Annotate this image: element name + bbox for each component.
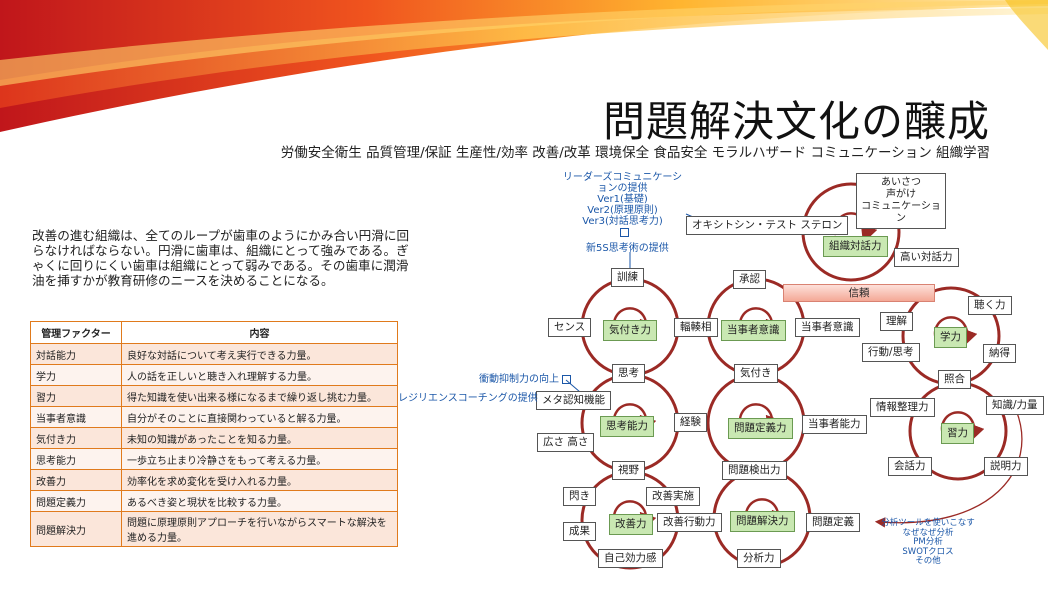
table-cell: 効率化を求め変化を受け入れる力量。 [121, 469, 398, 491]
table-row: 学力人の話を正しいと聴き入れ理解する力量。 [30, 364, 398, 386]
label-explain: 説明力 [984, 457, 1028, 476]
intro-text: 改善の進む組織は、全てのループが歯車のようにかみ合い円滑に回らなければならない。… [32, 228, 410, 288]
table-row: 問題解決力問題に原理原則アプローチを行いながらスマートな解決を進める力量。 [30, 511, 398, 547]
note-leader: リーダーズコミュニケーションの提供 Ver1(基礎) Ver2(原理原則) Ve… [560, 172, 685, 238]
table-cell: 得た知識を使い出来る様になるまで繰り返し挑む力量。 [121, 385, 398, 407]
table-row: 対話能力良好な対話について考え実行できる力量。 [30, 343, 398, 365]
label-experience: 経験 [674, 413, 707, 432]
note-tools-line: 分析ツールを使いこなす [881, 518, 975, 528]
label-collate: 照合 [938, 370, 971, 389]
label-understand: 理解 [880, 312, 913, 331]
table-row: 習力得た知識を使い出来る様になるまで繰り返し挑む力量。 [30, 385, 398, 407]
table-cell: 対話能力 [30, 343, 122, 365]
table-cell: 習力 [30, 385, 122, 407]
label-think: 思考 [612, 364, 645, 383]
note-tools-line: PM分析 [913, 537, 943, 547]
label-result: 成果 [563, 522, 596, 541]
label-improve-action: 改善行動力 [657, 513, 722, 532]
header-swoosh-decoration [0, 0, 1048, 132]
table-cell: 自分がそのことに直接関わっていると解る力量。 [121, 406, 398, 428]
label-sense: センス [548, 318, 592, 337]
label-ownership-ability: 当事者能力 [802, 415, 867, 434]
table-cell: 学力 [30, 364, 122, 386]
label-improve-impl: 改善実施 [646, 487, 700, 506]
greeting-box: あいさつ 声がけ コミュニケーション [856, 173, 946, 229]
label-ownership2: 当事者意識 [795, 318, 860, 337]
note-leader-line-text: リーダーズコミュニケーションの提供 [562, 172, 683, 194]
note-new5s: 新5S思考術の提供 [586, 243, 669, 254]
factor-table: 管理ファクター 内容 対話能力良好な対話について考え実行できる力量。 学力人の話… [30, 321, 398, 547]
table-row: 当事者意識自分がそのことに直接関わっていると解る力量。 [30, 406, 398, 428]
table-cell: あるべき姿と現状を比較する力量。 [121, 490, 398, 512]
label-breadth: 広さ 高さ [537, 433, 595, 452]
label-convince: 納得 [983, 344, 1016, 363]
greeting-line: 声がけ [886, 189, 916, 200]
table-cell: 気付き力 [30, 427, 122, 449]
table-cell: 問題定義力 [30, 490, 122, 512]
page-title: 問題解決文化の醸成 [602, 97, 990, 146]
note-leader-line-text: Ver1(基礎) [597, 194, 648, 205]
table-row: 気付き力未知の知識があったことを知る力量。 [30, 427, 398, 449]
center-awareness: 気付き力 [603, 320, 657, 341]
label-high-dialogue: 高い対話力 [894, 248, 959, 267]
note-tools: 分析ツールを使いこなす なぜなぜ分析 PM分析 SWOTクロス その他 [878, 518, 978, 567]
table-cell: 問題解決力 [30, 511, 122, 547]
label-training: 訓練 [611, 268, 644, 287]
label-oqt: オキシトシン・テスト ステロン [686, 216, 849, 235]
center-problem-solve: 問題解決力 [730, 511, 795, 532]
note-tools-line: SWOTクロス [902, 546, 954, 557]
table-header: 内容 [121, 321, 398, 344]
table-cell: 思考能力 [30, 448, 122, 470]
label-repeat: 輻輳相 [674, 318, 718, 337]
label-knowledge: 知識/力量 [986, 396, 1044, 415]
label-flash: 閃き [563, 487, 596, 506]
table-row: 問題定義力あるべき姿と現状を比較する力量。 [30, 490, 398, 512]
table-cell: 問題に原理原則アプローチを行いながらスマートな解決を進める力量。 [121, 511, 398, 547]
center-learning: 学力 [934, 327, 967, 348]
label-listen: 聴く力 [968, 296, 1012, 315]
label-conversation: 会話力 [888, 457, 932, 476]
label-self-efficacy: 自己効力感 [598, 549, 663, 568]
center-thinking: 思考能力 [600, 416, 654, 437]
label-approval: 承認 [733, 270, 766, 289]
label-meta: メタ認知機能 [536, 391, 611, 410]
note-leader-line-text: Ver2(原理原則) [587, 205, 658, 216]
table-cell: 改善力 [30, 469, 122, 491]
greeting-line: あいさつ [881, 177, 921, 188]
label-action-thought: 行動/思考 [862, 343, 920, 362]
center-improve: 改善力 [609, 514, 653, 535]
greeting-line: コミュニケーション [861, 201, 941, 224]
center-ownership: 当事者意識 [721, 320, 786, 341]
table-row: 改善力効率化を求め変化を受け入れる力量。 [30, 469, 398, 491]
table-cell: 良好な対話について考え実行できる力量。 [121, 343, 398, 365]
label-view: 視野 [612, 461, 645, 480]
center-problem-def: 問題定義力 [728, 418, 793, 439]
label-analysis: 分析力 [737, 549, 781, 568]
table-header-row: 管理ファクター 内容 [30, 321, 398, 344]
label-problem-detect: 問題検出力 [722, 461, 787, 480]
table-row: 思考能力一歩立ち止まり冷静さをもって考える力量。 [30, 448, 398, 470]
arrow-box-icon [619, 227, 629, 237]
note-resilience: レジリエンスコーチングの提供 [398, 393, 538, 404]
table-cell: 当事者意識 [30, 406, 122, 428]
note-tools-line: その他 [915, 556, 941, 566]
arrow-box-icon [562, 374, 571, 384]
table-cell: 一歩立ち止まり冷静さをもって考える力量。 [121, 448, 398, 470]
label-info-org: 情報整理力 [870, 398, 935, 417]
table-cell: 未知の知識があったことを知る力量。 [121, 427, 398, 449]
label-notice: 気付き [734, 364, 778, 383]
label-trust: 信頼 [783, 284, 935, 302]
center-dialogue: 組織対話力 [823, 236, 888, 257]
page-subtitle: 労働安全衛生 品質管理/保証 生産性/効率 改善/改革 環境保全 食品安全 モラ… [280, 145, 990, 161]
table-cell: 人の話を正しいと聴き入れ理解する力量。 [121, 364, 398, 386]
note-impulse: 衝動抑制力の向上 [479, 374, 571, 385]
note-tools-line: なぜなぜ分析 [902, 527, 954, 538]
center-practice: 習力 [941, 423, 974, 444]
table-header: 管理ファクター [30, 321, 122, 344]
label-problem-define: 問題定義 [806, 513, 860, 532]
note-leader-line-text: Ver3(対話思考力) [560, 216, 685, 238]
